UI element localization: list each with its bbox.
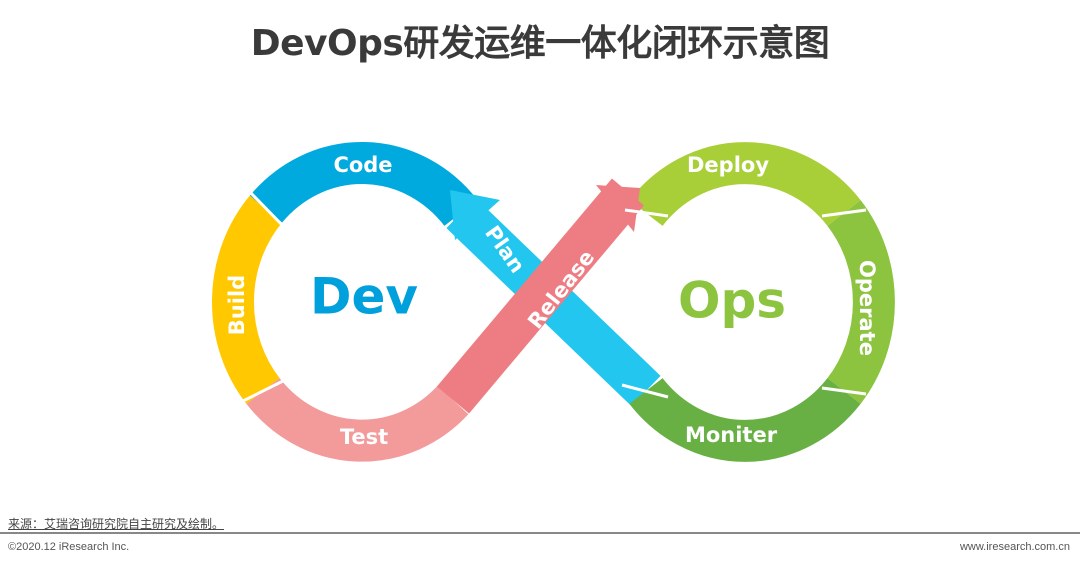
operate-segment <box>827 200 895 404</box>
footer-divider <box>0 532 1080 534</box>
deploy-segment <box>629 142 861 227</box>
source-note: 来源：艾瑞咨询研究院自主研究及绘制。 <box>8 517 225 531</box>
stage-label-operate: Operate <box>855 260 879 356</box>
moniter-segment <box>629 377 861 462</box>
release-segment <box>436 178 645 414</box>
stage-label-moniter: Moniter <box>685 423 778 447</box>
page-title: DevOps研发运维一体化闭环示意图 <box>250 23 830 64</box>
stage-label-build: Build <box>225 275 249 335</box>
release-arrowhead-icon <box>596 185 640 232</box>
dev-label: Dev <box>310 268 418 326</box>
code-segment <box>249 141 478 227</box>
segment-separators <box>240 188 867 404</box>
website: www.iresearch.com.cn <box>959 541 1070 553</box>
ops-label: Ops <box>678 272 786 330</box>
stage-label-test: Test <box>340 425 388 449</box>
stage-label-code: Code <box>333 153 392 177</box>
stage-label-deploy: Deploy <box>687 153 769 177</box>
build-segment <box>212 195 283 404</box>
copyright: ©2020.12 iResearch Inc. <box>8 541 130 553</box>
plan-arrowhead-icon <box>450 190 500 240</box>
test-segment <box>246 377 469 462</box>
